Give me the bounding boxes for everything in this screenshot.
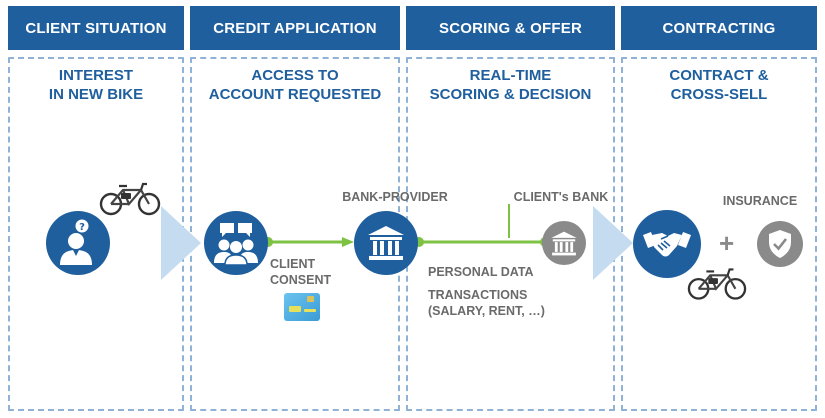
consent-connector — [263, 237, 354, 247]
column-title-contract: CONTRACT & CROSS-SELL — [669, 67, 769, 103]
people-group-icon — [214, 223, 258, 265]
person-question-circle: ? — [46, 211, 110, 275]
bank-icon — [368, 226, 404, 260]
personal-data-label: PERSONAL DATA — [428, 265, 534, 279]
transactions-label: TRANSACTIONS (SALARY, RENT, …) — [428, 288, 545, 318]
bank-provider-label: BANK-PROVIDER — [342, 190, 448, 204]
plus-sign: + — [719, 228, 735, 258]
clients-bank-circle — [542, 221, 586, 265]
column-title-access: ACCESS TO ACCOUNT REQUESTED — [208, 67, 382, 103]
column-title-scoring: REAL-TIME SCORING & DECISION — [429, 67, 592, 103]
client-consent-label: CLIENT CONSENT — [270, 257, 332, 287]
insurance-label: INSURANCE — [722, 194, 798, 208]
bike-icon — [99, 182, 161, 216]
chevron-arrow-2 — [593, 206, 633, 280]
header-scoring-offer: SCORING & OFFER — [406, 6, 615, 50]
bank-icon-grey — [551, 231, 577, 255]
card-icon — [284, 293, 320, 321]
header-credit-application: CREDIT APPLICATION — [190, 6, 400, 50]
header-client-situation: CLIENT SITUATION — [8, 6, 184, 50]
bike-icon-contract — [687, 268, 747, 300]
chevron-arrow-1 — [161, 206, 201, 280]
bank-provider-circle — [354, 211, 418, 275]
svg-text:?: ? — [79, 222, 85, 233]
header-contracting: CONTRACTING — [621, 6, 817, 50]
clients-bank-tick — [508, 204, 510, 238]
clients-bank-label: CLIENT's BANK — [513, 190, 609, 204]
column-title-interest: INTEREST IN NEW BIKE — [48, 67, 144, 103]
people-group-circle — [204, 211, 268, 275]
handshake-icon — [643, 232, 691, 257]
data-connector — [414, 237, 550, 247]
handshake-circle — [633, 210, 701, 278]
person-question-icon: ? — [60, 219, 92, 265]
insurance-circle — [757, 221, 803, 267]
shield-check-icon — [769, 230, 791, 258]
